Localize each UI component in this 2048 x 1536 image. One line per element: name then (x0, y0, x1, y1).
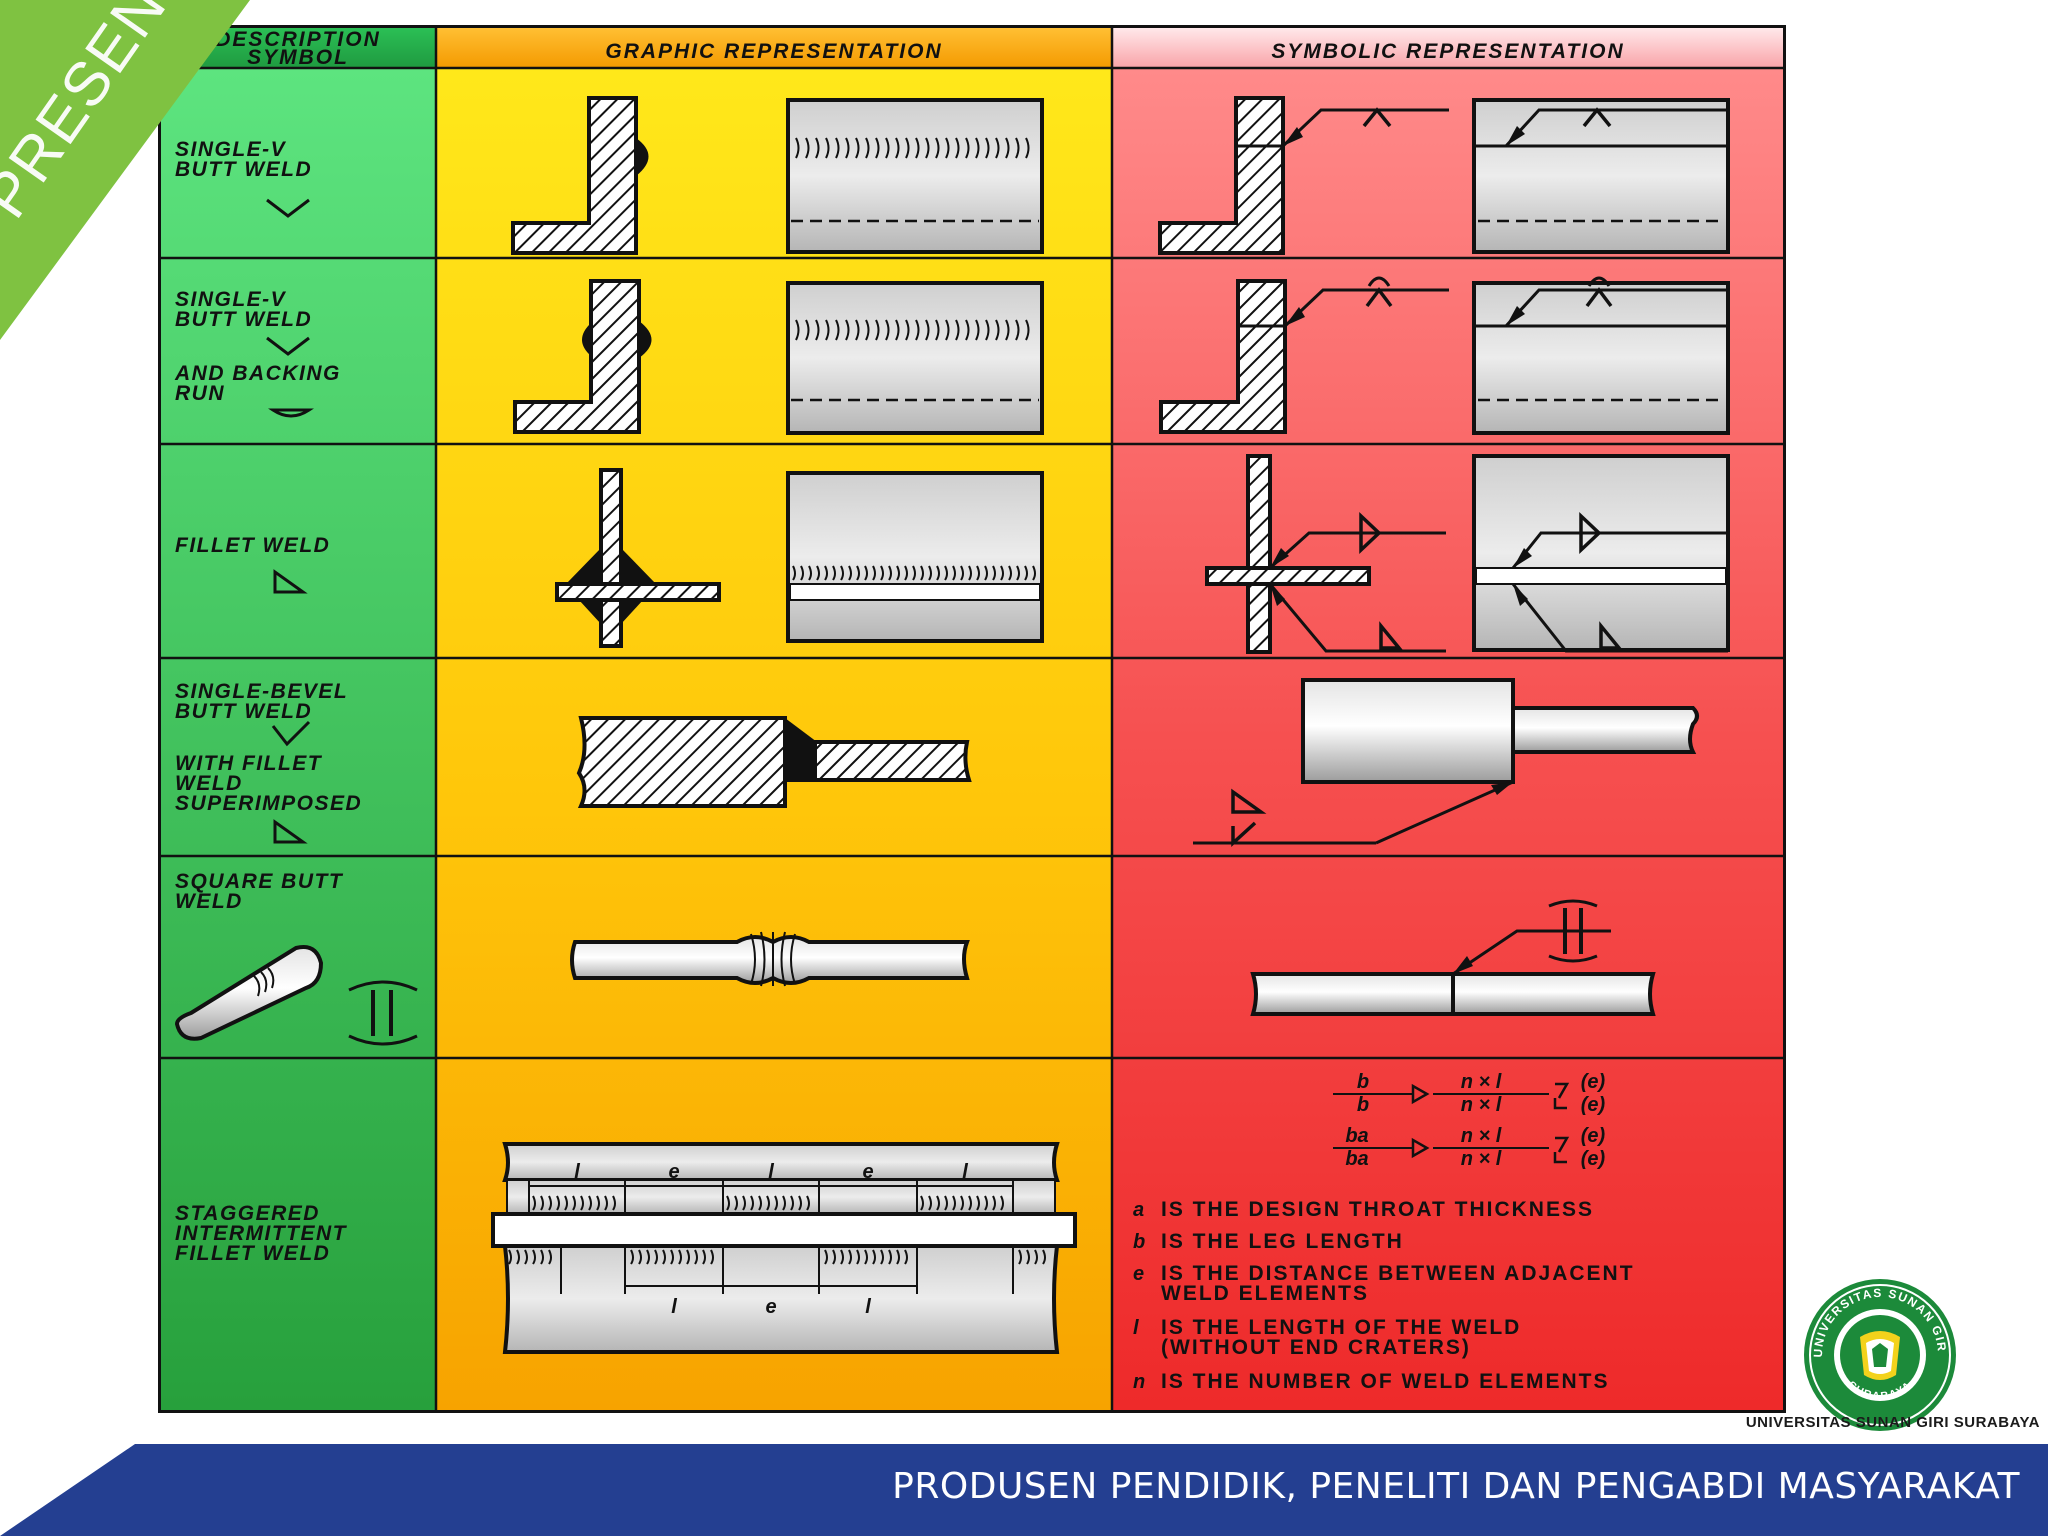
row6-label-line3: FILLET WELD (175, 1242, 330, 1265)
row5-pipe-icon (174, 945, 324, 1041)
legend-text-e: IS THE DISTANCE BETWEEN ADJACENT (1161, 1262, 1635, 1285)
row5-square-symbol (348, 980, 418, 1046)
row4-graphic-section (576, 716, 972, 808)
dim-bottom-e1: e (765, 1296, 776, 1318)
row4-bevel-symbol (271, 720, 311, 747)
dim-top-e2: e (862, 1161, 873, 1183)
row2-graphic-plate (786, 281, 1044, 435)
dim-top-l3: l (962, 1161, 968, 1183)
formula-e-1: (e) (1581, 1071, 1606, 1093)
row2-label-line4: RUN (175, 382, 225, 405)
grid-lines (161, 28, 1783, 1410)
row3-label: FILLET WELD (175, 534, 330, 557)
row6-label-line1: STAGGERED (175, 1202, 320, 1225)
legend-key-a: a (1133, 1199, 1144, 1221)
formula-nxl-2: n × l (1461, 1094, 1502, 1116)
legend-text-e2: WELD ELEMENTS (1161, 1282, 1369, 1305)
dim-top-l1: l (574, 1161, 580, 1183)
header-description: DESCRIPTION (215, 28, 381, 51)
formula-nxl-3: n × l (1461, 1125, 1502, 1147)
formula-e-3: (e) (1581, 1125, 1606, 1147)
row3-fillet-symbol (273, 569, 308, 594)
row2-graphic-section (513, 279, 652, 434)
legend-text-a: IS THE DESIGN THROAT THICKNESS (1161, 1198, 1594, 1221)
row4-label-line1: SINGLE-BEVEL (175, 680, 348, 703)
row1-v-symbol (266, 198, 310, 218)
row2-label-line3: AND BACKING (174, 362, 341, 385)
row4-label-line3: WITH FILLET (175, 752, 323, 775)
row3-symbolic-plate (1472, 454, 1730, 653)
legend-text-l: IS THE LENGTH OF THE WELD (1161, 1316, 1521, 1339)
university-name: UNIVERSITAS SUNAN GIRI SURABAYA (1745, 1414, 2040, 1431)
formula-b-top: b (1357, 1071, 1369, 1093)
row5-label-line2: WELD (175, 890, 243, 913)
dim-bottom-l2: l (865, 1296, 871, 1318)
header-symbol: SYMBOL (247, 46, 349, 69)
row4-symbolic-drawing (1193, 678, 1699, 847)
university-logo-icon: UNIVERSITAS SUNAN GIRI SURABAYA (1800, 1275, 1956, 1431)
legend-key-e: e (1133, 1263, 1144, 1285)
formula-b-bottom: b (1357, 1094, 1369, 1116)
formula-e-2: (e) (1581, 1094, 1606, 1116)
weld-table-graphic: DESCRIPTION SYMBOL GRAPHIC REPRESENTATIO… (161, 28, 1783, 1410)
row1-graphic-plate (786, 98, 1044, 254)
row3-graphic-section (555, 468, 721, 648)
row2-v-symbol (266, 336, 310, 356)
row5-graphic-bar (570, 931, 970, 987)
row1-symbolic-plate (1472, 98, 1730, 254)
formula-ba-top: ba (1345, 1125, 1368, 1147)
row1-symbolic-section (1158, 96, 1449, 255)
corner-decoration: PRESENTASI (0, 0, 260, 360)
row4-label-line2: BUTT WELD (175, 700, 312, 723)
legend-text-b: IS THE LEG LENGTH (1161, 1230, 1404, 1253)
row2-symbolic-plate (1472, 276, 1730, 435)
row2-symbolic-section (1159, 276, 1449, 434)
row4-label-line5: SUPERIMPOSED (175, 792, 362, 815)
symbol-legend: a IS THE DESIGN THROAT THICKNESS b IS TH… (1133, 1198, 1635, 1393)
formula-e-4: (e) (1581, 1148, 1606, 1170)
formula-ba-bottom: ba (1345, 1148, 1368, 1170)
formula-nxl-1: n × l (1461, 1071, 1502, 1093)
row2-backing-symbol (268, 408, 314, 418)
row4-fillet-symbol (273, 819, 308, 844)
legend-key-n: n (1133, 1371, 1145, 1393)
header-symbolic: SYMBOLIC REPRESENTATION (1271, 40, 1624, 63)
legend-text-l2: (WITHOUT END CRATERS) (1161, 1336, 1471, 1359)
legend-text-n: IS THE NUMBER OF WELD ELEMENTS (1161, 1370, 1610, 1393)
footer-band (0, 1444, 2048, 1536)
corner-triangle (0, 0, 250, 340)
row3-symbolic-section (1205, 454, 1446, 654)
row1-graphic-section (511, 96, 649, 255)
footer-tagline: PRODUSEN PENDIDIK, PENELITI DAN PENGABDI… (892, 1466, 2020, 1507)
dim-top-e1: e (668, 1161, 679, 1183)
dim-bottom-l1: l (671, 1296, 677, 1318)
row6-graphic-plate (491, 1142, 1077, 1354)
row4-label-line4: WELD (175, 772, 243, 795)
row6-label-line2: INTERMITTENT (175, 1222, 348, 1245)
row5-symbolic-bar (1250, 899, 1656, 1016)
row5-label-line1: SQUARE BUTT (175, 870, 344, 893)
footer-banner: PRODUSEN PENDIDIK, PENELITI DAN PENGABDI… (0, 1444, 2048, 1536)
legend-key-b: b (1133, 1231, 1145, 1253)
symbol-formula (1333, 1082, 1570, 1164)
dim-top-l2: l (768, 1161, 774, 1183)
row3-graphic-plate (786, 471, 1044, 643)
header-graphic: GRAPHIC REPRESENTATION (605, 40, 942, 63)
weld-symbol-table: DESCRIPTION SYMBOL GRAPHIC REPRESENTATIO… (158, 25, 1786, 1413)
legend-key-l: l (1133, 1317, 1139, 1339)
formula-nxl-4: n × l (1461, 1148, 1502, 1170)
